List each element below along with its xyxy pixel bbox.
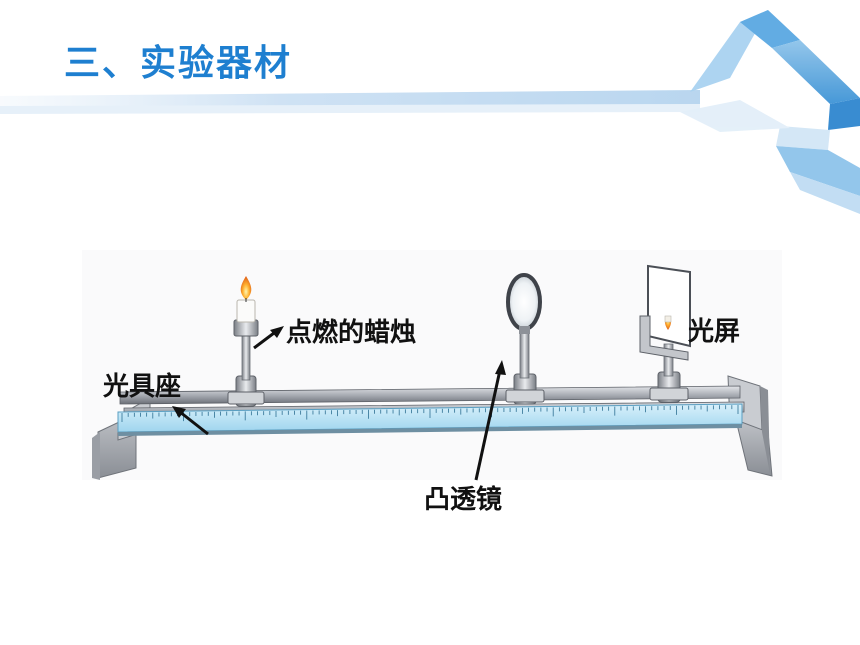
lens-holder (505, 273, 545, 405)
label-candle: 点燃的蜡烛 (286, 318, 417, 348)
label-arrows (172, 326, 506, 481)
convex-lens (506, 273, 542, 331)
arrow-to-lens (474, 369, 502, 481)
slide-title: 三、实验器材 (64, 43, 293, 84)
label-screen: 光屏 (688, 317, 741, 347)
candle-holder (227, 276, 265, 407)
candle-flame (240, 276, 252, 300)
label-lens: 凸透镜 (424, 485, 503, 515)
light-screen (647, 264, 691, 348)
folded-ribbon (680, 10, 860, 214)
arrow-to-bench (179, 410, 209, 436)
screen-holder (639, 264, 691, 403)
bench-scale (117, 403, 743, 436)
label-bench: 光具座 (103, 372, 182, 402)
header-ribbon-decoration (0, 10, 860, 214)
